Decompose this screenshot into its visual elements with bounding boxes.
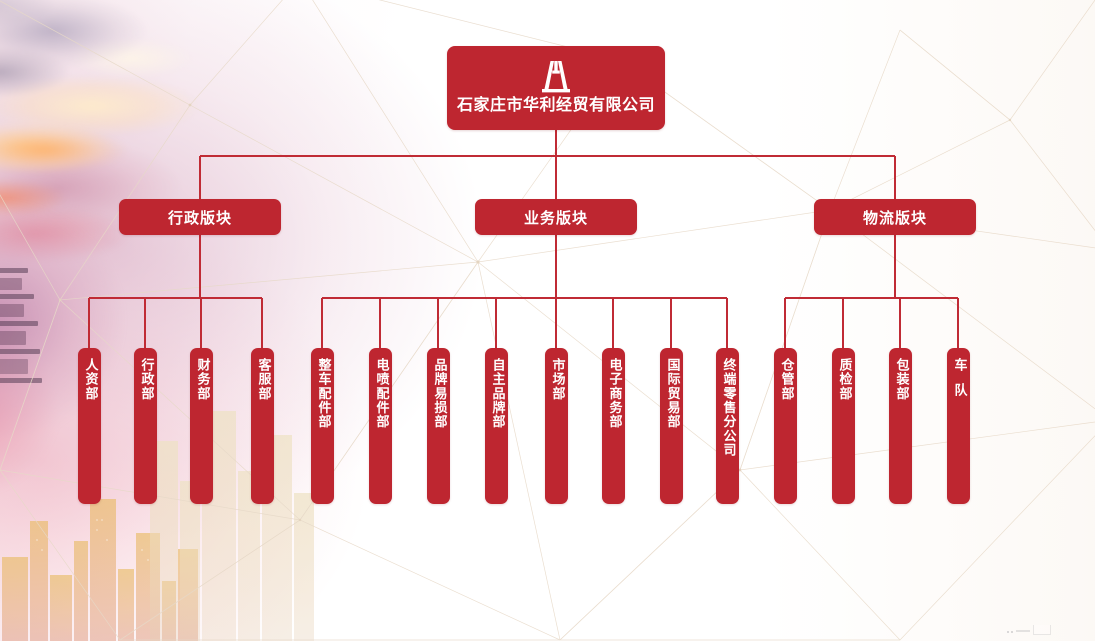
leaf-label-administration: 行政部 <box>138 358 154 401</box>
leaf-node-quality-inspection[interactable]: 质检部 <box>832 348 855 504</box>
leaf-node-administration[interactable]: 行政部 <box>134 348 157 504</box>
corner-watermark-box <box>1033 625 1051 635</box>
root-node[interactable]: 石家庄市华利经贸有限公司 <box>447 46 665 130</box>
leaf-node-own-brand[interactable]: 自主品牌部 <box>485 348 508 504</box>
company-logo-icon <box>542 61 570 93</box>
leaf-node-efi-parts[interactable]: 电喷配件部 <box>369 348 392 504</box>
leaf-node-finance[interactable]: 财务部 <box>190 348 213 504</box>
root-node-label: 石家庄市华利经贸有限公司 <box>456 95 655 114</box>
leaf-node-packaging[interactable]: 包装部 <box>889 348 912 504</box>
leaf-label-fleet: 车队 <box>951 358 967 408</box>
background-pagoda-silhouette <box>0 268 44 418</box>
leaf-label-quality-inspection: 质检部 <box>836 358 852 401</box>
leaf-node-warehouse[interactable]: 仓管部 <box>774 348 797 504</box>
division-node-logistics[interactable]: 物流版块 <box>814 199 976 235</box>
leaf-label-warehouse: 仓管部 <box>778 358 794 401</box>
leaf-node-hr[interactable]: 人资部 <box>78 348 101 504</box>
leaf-label-efi-parts: 电喷配件部 <box>373 358 389 429</box>
leaf-node-vehicle-parts[interactable]: 整车配件部 <box>311 348 334 504</box>
corner-watermark-bar <box>1016 630 1030 632</box>
leaf-node-brand-wear-parts[interactable]: 品牌易损部 <box>427 348 450 504</box>
division-label-admin: 行政版块 <box>167 208 232 227</box>
leaf-label-marketing: 市场部 <box>549 358 565 401</box>
division-node-business[interactable]: 业务版块 <box>475 199 637 235</box>
leaf-label-packaging: 包装部 <box>893 358 909 401</box>
leaf-node-marketing[interactable]: 市场部 <box>545 348 568 504</box>
leaf-label-brand-wear-parts: 品牌易损部 <box>431 358 447 429</box>
leaf-label-ecommerce: 电子商务部 <box>606 358 622 429</box>
leaf-node-fleet[interactable]: 车队 <box>947 348 970 504</box>
corner-watermark-dots <box>1007 631 1013 633</box>
leaf-label-customer-service: 客服部 <box>255 358 271 401</box>
division-node-admin[interactable]: 行政版块 <box>119 199 281 235</box>
leaf-node-ecommerce[interactable]: 电子商务部 <box>602 348 625 504</box>
leaf-label-own-brand: 自主品牌部 <box>489 358 505 429</box>
leaf-node-international-trade[interactable]: 国际贸易部 <box>660 348 683 504</box>
division-label-logistics: 物流版块 <box>862 208 927 227</box>
leaf-label-finance: 财务部 <box>194 358 210 401</box>
leaf-node-customer-service[interactable]: 客服部 <box>251 348 274 504</box>
division-label-business: 业务版块 <box>523 208 588 227</box>
corner-watermark <box>1007 623 1065 635</box>
background-city-skyline <box>0 341 330 641</box>
leaf-label-international-trade: 国际贸易部 <box>664 358 680 429</box>
leaf-label-vehicle-parts: 整车配件部 <box>315 358 331 429</box>
leaf-label-retail-branch: 终端零售分公司 <box>720 358 736 458</box>
leaf-node-retail-branch[interactable]: 终端零售分公司 <box>716 348 739 504</box>
leaf-label-hr: 人资部 <box>82 358 98 401</box>
